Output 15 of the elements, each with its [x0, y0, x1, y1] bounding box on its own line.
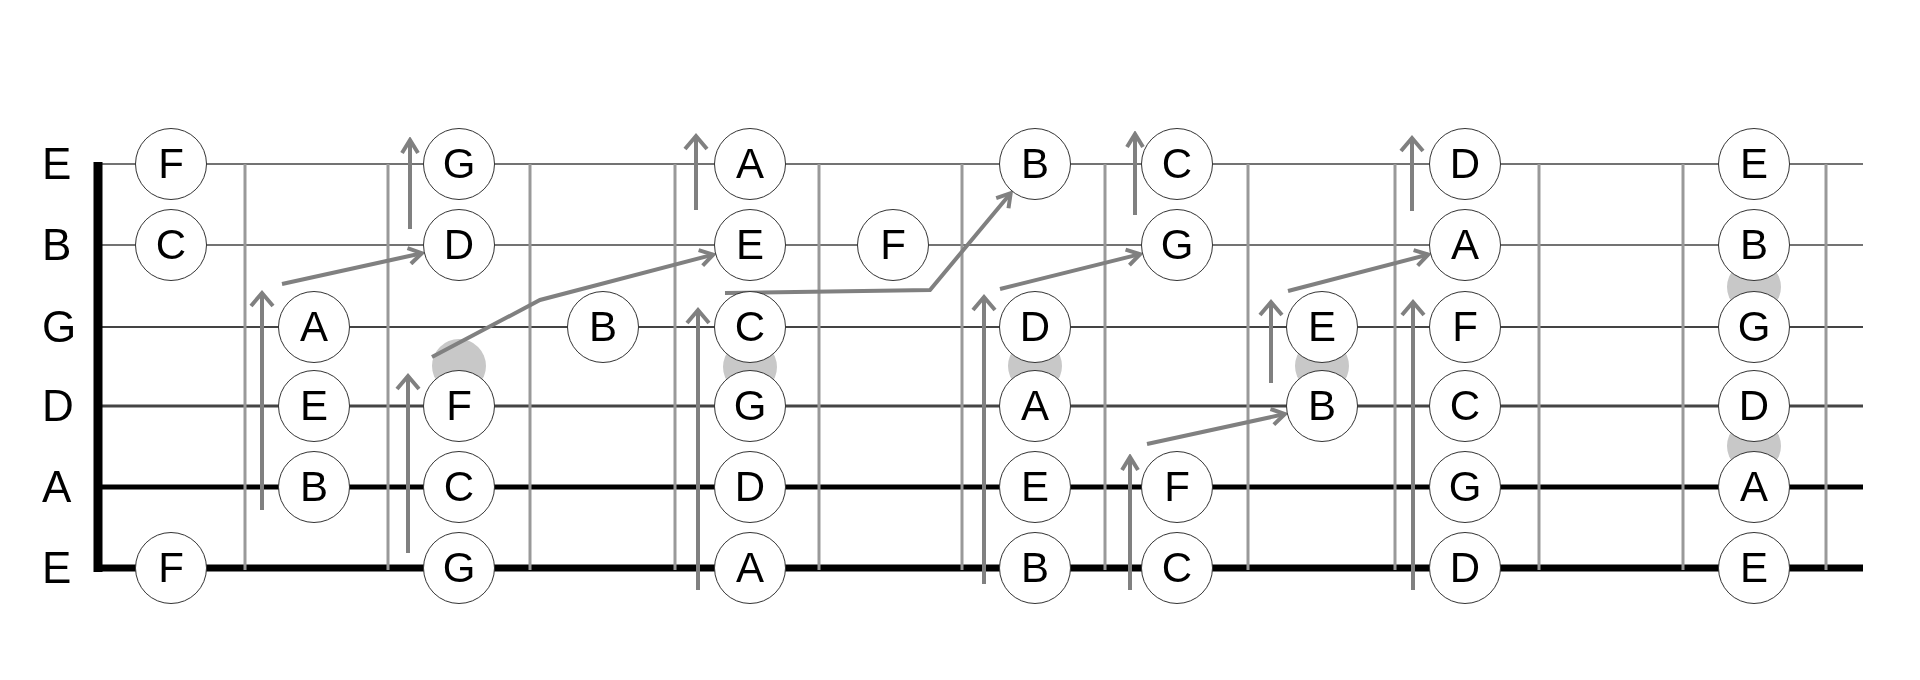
string-name: E — [42, 142, 72, 186]
arrow — [431, 248, 716, 359]
arrow — [1287, 248, 1431, 293]
arrow — [281, 246, 424, 286]
string-name: A — [42, 465, 72, 509]
arrow — [999, 247, 1143, 291]
arrow — [724, 191, 1013, 295]
string-name: B — [42, 223, 72, 267]
arrow — [1125, 132, 1145, 215]
arrow — [400, 138, 420, 229]
arrow — [1120, 455, 1140, 590]
string-name: E — [42, 546, 72, 590]
arrow — [1146, 407, 1287, 446]
string-name: D — [42, 384, 74, 428]
string-name: G — [42, 305, 77, 349]
